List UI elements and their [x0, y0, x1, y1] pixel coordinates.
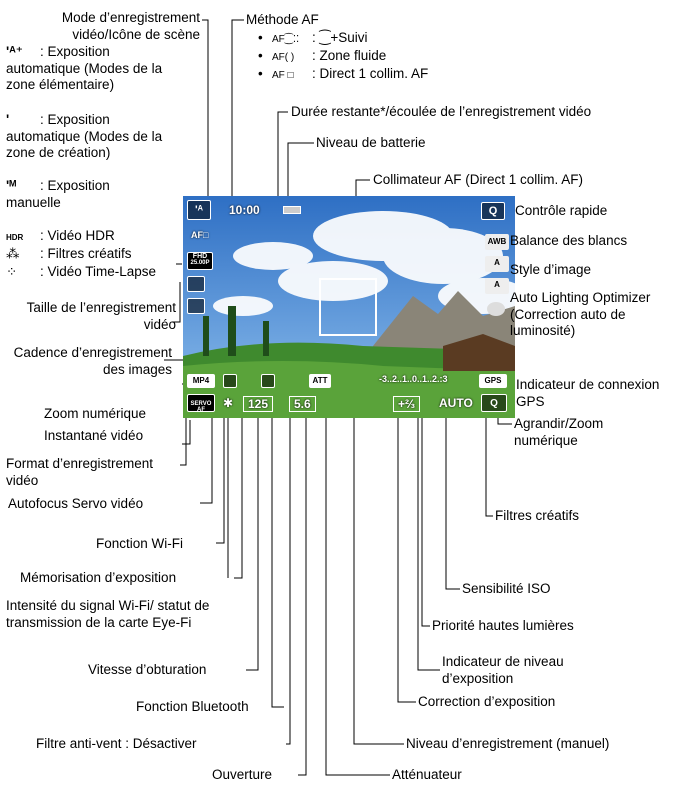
label-timelapse: ⁘: Vidéo Time-Lapse	[6, 264, 157, 279]
label-magnify: Agrandir/Zoom numérique	[514, 416, 604, 448]
label-frame-rate: Cadence d’enregistrement des images	[13, 345, 172, 377]
rec-format-icon: MP4	[187, 374, 215, 388]
label-remaining-time: Durée restante*/écoulée de l’enregistrem…	[291, 104, 592, 119]
shooting-mode-icon: 'ᴬ	[187, 200, 211, 220]
video-snapshot-icon	[187, 298, 205, 314]
label-servo-af: Autofocus Servo vidéo	[8, 496, 144, 511]
label-picture-style: Style d’image	[510, 262, 592, 277]
label-af-point: Collimateur AF (Direct 1 collim. AF)	[373, 172, 584, 187]
label-shutter-speed: Vitesse d’obturation	[88, 662, 207, 677]
wifi-icon	[223, 374, 237, 388]
label-rec-format: Format d’enregistrement vidéo	[6, 456, 154, 488]
label-attenuator: Atténuateur	[392, 767, 462, 782]
label-iso-speed: Sensibilité ISO	[462, 581, 551, 596]
label-bluetooth: Fonction Bluetooth	[136, 699, 249, 714]
label-battery: Niveau de batterie	[316, 135, 426, 150]
label-movie-size: Taille de l’enregistrement vidéo	[26, 300, 176, 332]
rec-time: 10:00	[229, 203, 260, 217]
mode-icon-basic: 'ᴬ⁺	[6, 44, 23, 59]
label-mode-scene: Mode d’enregistrement vidéo/Icône de scè…	[61, 10, 200, 42]
label-expo-auto-creative: ': Exposition automatique (Modes de la z…	[6, 112, 163, 160]
servo-af-icon: SERVO AF	[187, 394, 215, 413]
movie-size-icon: FHD 25.00P	[187, 252, 213, 270]
label-digital-zoom: Zoom numérique	[44, 406, 147, 421]
label-highlight-priority: Priorité hautes lumières	[432, 618, 574, 633]
mode-icon-timelapse: ⁘	[6, 264, 18, 279]
label-gps-indicator: Indicateur de connexion GPS	[516, 377, 660, 409]
label-exposure-comp: Correction d’exposition	[418, 694, 556, 709]
af-zone-icon: AF( )	[272, 52, 295, 63]
af-point-frame[interactable]	[319, 278, 377, 336]
af-method-single: •AF □: Direct 1 collim. AF	[258, 66, 428, 85]
digital-zoom-icon	[187, 276, 205, 292]
exposure-comp-value: +⅔	[393, 396, 421, 412]
quick-control-icon[interactable]: Q	[481, 202, 505, 220]
iso-value: AUTO	[439, 396, 473, 410]
ae-lock-icon: ✱	[223, 396, 234, 410]
aperture-value: 5.6	[289, 396, 316, 412]
label-expo-manual: 'ᴹ: Exposition manuelle	[6, 178, 110, 210]
af-method-face: •AF⁐⁚⁚: ⁐+Suivi	[258, 30, 368, 49]
camera-live-view: 'ᴬ 10:00 Q AF□ FHD 25.00P AWB A A MP4 AT…	[183, 196, 515, 418]
white-balance-icon[interactable]: AWB	[485, 234, 509, 250]
af-method-zone: •AF( ): Zone fluide	[258, 48, 386, 67]
label-wifi: Fonction Wi-Fi	[96, 536, 184, 551]
af-single-icon: AF □	[272, 70, 294, 81]
battery-icon	[283, 206, 301, 214]
label-quick-control: Contrôle rapide	[515, 203, 608, 218]
mode-icon-manual: 'ᴹ	[6, 178, 17, 193]
label-creative-filters-right: Filtres créatifs	[495, 508, 580, 523]
label-wind-filter: Filtre anti-vent : Désactiver	[36, 736, 197, 751]
mode-icon-creative: '	[6, 112, 10, 127]
label-aperture: Ouverture	[212, 767, 273, 782]
label-hdr: HDR: Vidéo HDR	[6, 228, 115, 247]
mode-icon-hdr: HDR	[6, 233, 24, 242]
label-exposure-level: Indicateur de niveau d’exposition	[442, 654, 564, 686]
gps-icon: GPS	[479, 374, 507, 388]
af-face-icon: AF⁐⁚⁚	[272, 34, 300, 45]
label-alo: Auto Lighting Optimizer (Correction auto…	[510, 290, 651, 338]
magnify-icon[interactable]: Q	[481, 394, 507, 412]
label-rec-level: Niveau d’enregistrement (manuel)	[406, 736, 610, 751]
picture-style-icon[interactable]: A	[485, 256, 509, 272]
label-expo-auto-basic: 'ᴬ⁺: Exposition automatique (Modes de la…	[6, 44, 163, 92]
label-white-balance: Balance des blancs	[510, 233, 628, 248]
alo-icon[interactable]: A	[485, 278, 509, 294]
shutter-speed-value: 125	[243, 396, 274, 412]
label-wifi-signal: Intensité du signal Wi-Fi/ statut de tra…	[6, 598, 210, 630]
af-method-icon: AF□	[191, 230, 209, 240]
mode-icon-filters: ⁂	[6, 246, 20, 261]
creative-filter-icon[interactable]	[487, 302, 505, 316]
attenuator-icon: ATT	[309, 374, 331, 388]
label-ae-lock: Mémorisation d’exposition	[20, 570, 177, 585]
label-af-method: Méthode AF	[246, 12, 319, 27]
exposure-scale: -3..2..1..0..1..2.:3	[379, 374, 448, 384]
bluetooth-icon	[261, 374, 275, 388]
label-creative-filters-left: ⁂: Filtres créatifs	[6, 246, 132, 261]
label-video-snapshot: Instantané vidéo	[44, 428, 144, 443]
